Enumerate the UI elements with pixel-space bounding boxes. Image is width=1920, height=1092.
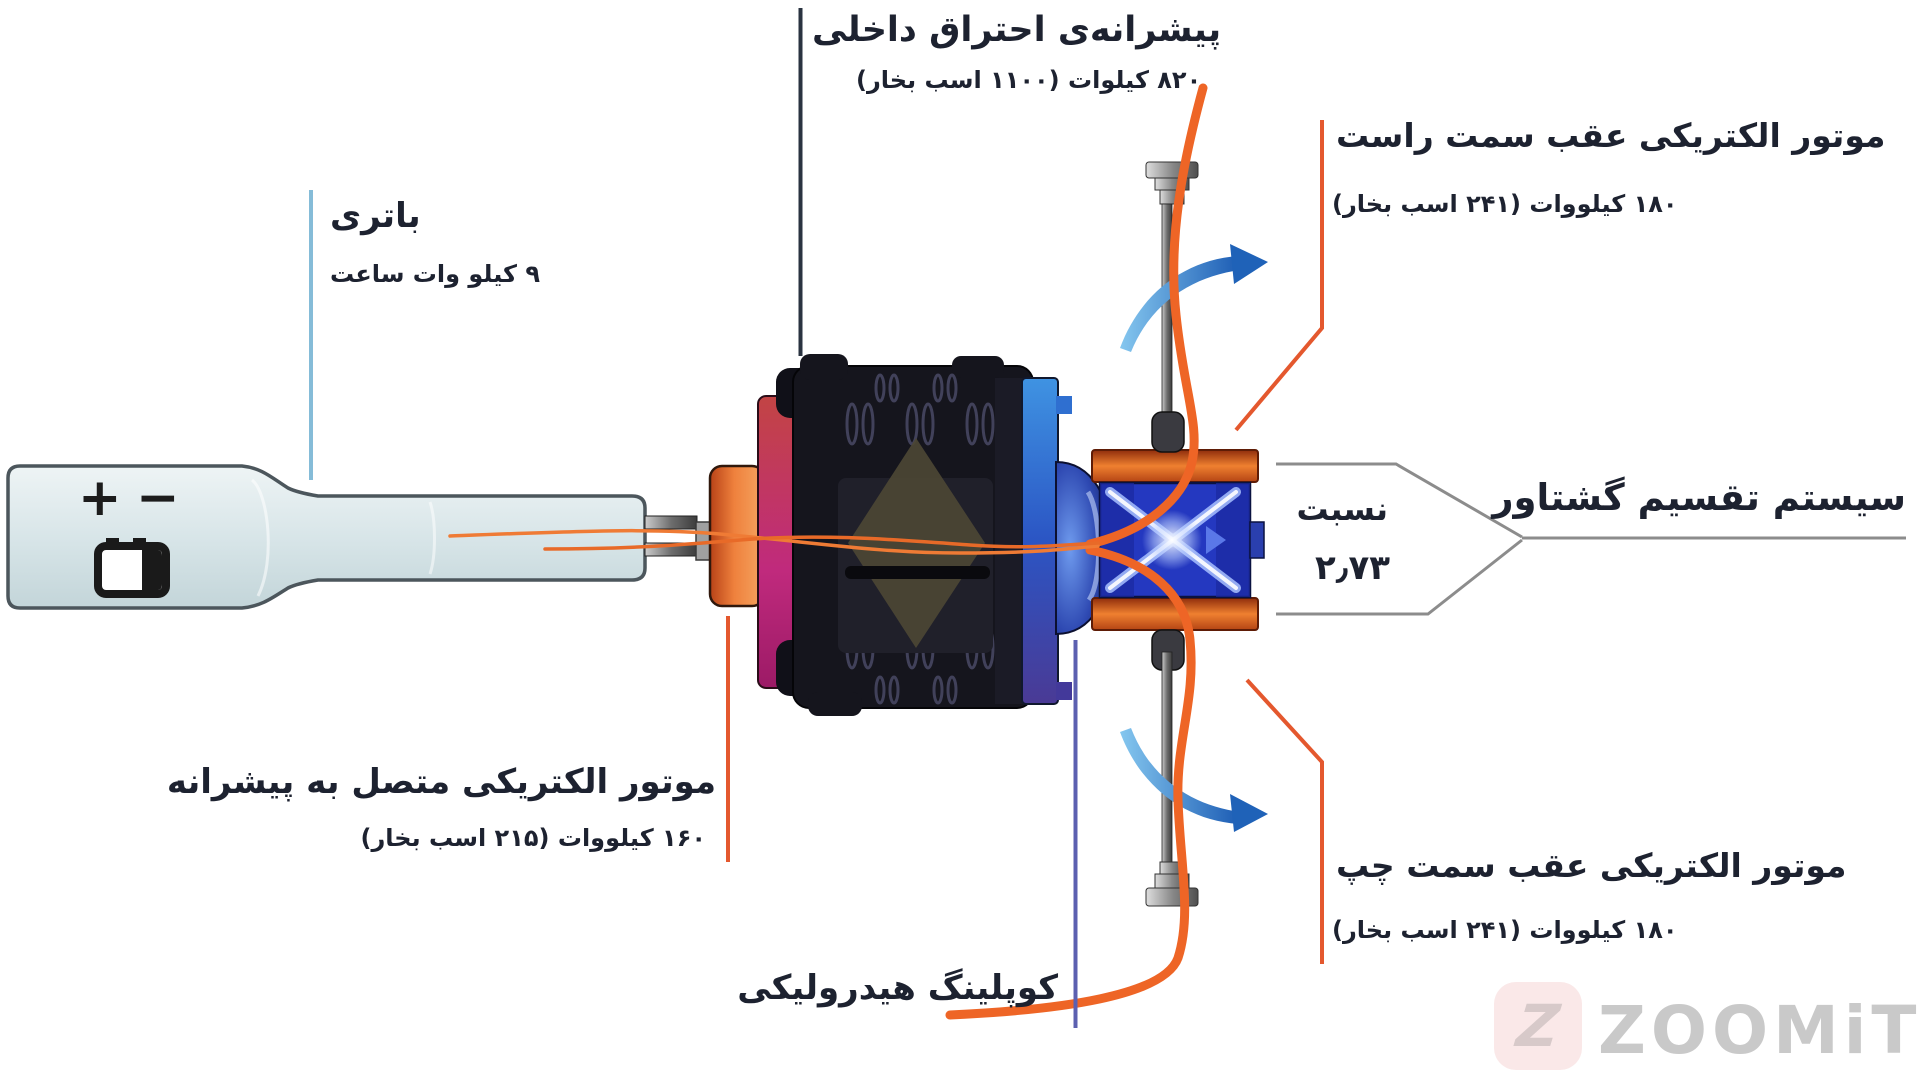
front-motor-label-spec: ۱۶۰ کیلووات (۲۱۵ اسب بخار) [360,824,706,852]
engine-block [776,354,1034,716]
rear-right-motor-label-title: موتور الکتریکی عقب سمت راست [1336,116,1886,155]
rear-left-motor-label-spec: ۱۸۰ کیلووات (۲۴۱ اسب بخار) [1332,916,1678,944]
power-cable-top [1085,83,1208,549]
battery-icon [94,538,170,598]
engine-label-title: پیشرانه‌ی احتراق داخلی [812,10,1222,50]
zoomit-logo-text: ZOOMiT [1598,992,1920,1069]
battery-label-title: باتری [330,196,421,236]
cable-1 [448,528,1100,555]
connector-shafts [644,515,715,561]
torque-split-label-title: سیستم تقسیم گشتاور [1492,476,1906,519]
rear-left-leader-line [1245,678,1324,964]
zoomit-logo-icon: Z [1494,982,1582,1070]
torque-ratio-label: نسبت [1296,490,1388,528]
zoomit-z-glyph: Z [1513,992,1563,1060]
rotation-arrow-bottom [1120,728,1268,832]
battery-minus-sign: − [136,468,180,528]
power-cable-bottom [945,545,1196,1020]
rear-right-motor-label-spec: ۱۸۰ کیلووات (۲۴۱ اسب بخار) [1332,190,1678,218]
rotation-arrow-top [1120,244,1268,352]
ratio-callout-lines [1276,462,1906,616]
engine-diamond [848,438,985,648]
battery-plus-sign: + [78,468,122,528]
coupling-label-title: کوپلینگ هیدرولیکی [737,968,1058,1008]
torque-ratio-value: ۲٫۷۳ [1315,548,1390,588]
rear-left-motor-label-title: موتور الکتریکی عقب سمت چپ [1336,846,1847,885]
inverter-band [1021,377,1072,705]
rear-right-leader-line [1234,120,1324,432]
battery-label-spec: ۹ کیلو وات ساعت [330,260,540,288]
engine-label-spec: ۸۲۰ کیلوات (۱۱۰۰ اسب بخار) [856,66,1202,94]
front-motor-label-title: موتور الکتریکی متصل به پیشرانه [166,762,716,802]
cable-2 [543,535,1100,551]
battery-pack [6,464,647,610]
